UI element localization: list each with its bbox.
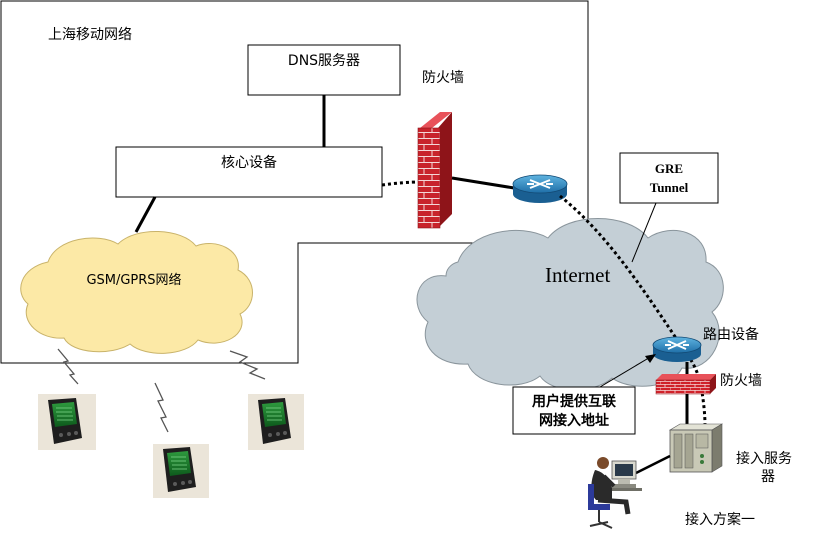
gsm-gprs-label: GSM/GPRS网络	[86, 272, 181, 288]
firewall-top-label: 防火墙	[422, 70, 464, 86]
callout-line2: 网接入地址	[539, 412, 609, 429]
gre-tunnel-box	[619, 152, 719, 204]
signal-bolt-middle	[154, 382, 169, 433]
handheld-device-middle	[153, 444, 209, 498]
internet-cloud	[416, 218, 724, 391]
firewall-top-icon	[417, 112, 452, 229]
signal-bolt-right	[229, 350, 266, 380]
core-device-label: 核心设备	[221, 154, 277, 171]
region-label: 上海移动网络	[48, 27, 132, 43]
server-workstation-link	[635, 454, 671, 475]
gre-label-line2: Tunnel	[650, 180, 689, 195]
gsm-gprs-cloud	[20, 231, 253, 354]
router-label: 路由设备	[703, 326, 759, 343]
core-gsm-link	[134, 196, 157, 233]
core-device-box	[115, 146, 383, 198]
signal-bolt-left	[57, 348, 79, 385]
callout-arrow-line	[599, 355, 653, 388]
mobile-network-boundary	[0, 0, 589, 364]
router-top-icon	[512, 174, 568, 203]
firewall-bottom-icon	[655, 374, 716, 395]
router-bottom-icon	[652, 336, 702, 362]
callout-box	[512, 386, 636, 435]
firewall-bottom-label: 防火墙	[720, 373, 762, 389]
callout-line1: 用户提供互联	[532, 393, 617, 410]
scheme-label: 接入方案一	[685, 511, 755, 528]
gre-pointer	[631, 202, 657, 263]
gre-label-line1: GRE	[655, 161, 683, 176]
handheld-device-right	[248, 394, 304, 450]
core-firewall-dotted-link	[381, 180, 421, 187]
firewall-router-link	[451, 176, 515, 190]
access-server-icon	[668, 423, 724, 473]
operator-workstation-icon	[588, 457, 642, 529]
internet-label: Internet	[545, 263, 610, 287]
access-server-label-line1: 接入服务	[736, 450, 792, 467]
access-server-label-line2: 器	[761, 469, 775, 485]
handheld-device-left	[38, 394, 96, 450]
callout-arrow-head	[645, 354, 656, 363]
dns-server-label: DNS服务器	[288, 53, 360, 69]
